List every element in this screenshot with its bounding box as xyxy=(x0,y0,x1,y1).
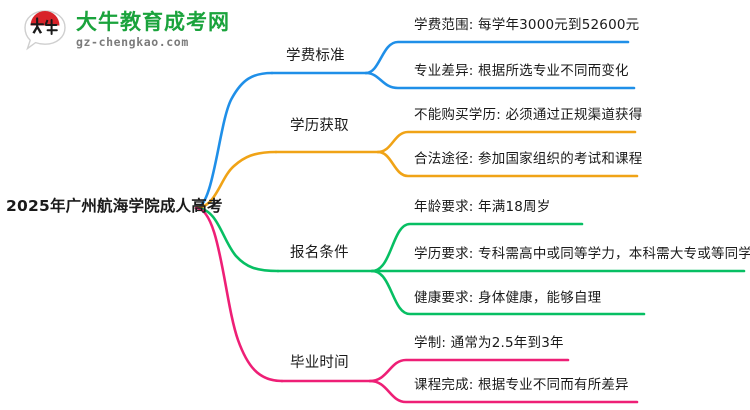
logo-title: 大牛教育成考网 xyxy=(76,9,230,34)
mindmap-root-node[interactable]: 2025年广州航海学院成人高考 xyxy=(6,197,223,215)
leaf-label-age-requirement[interactable]: 年龄要求: 年满18周岁 xyxy=(414,199,551,215)
branch-label-报名条件[interactable]: 报名条件 xyxy=(290,245,349,261)
connector-branch-0-child-1 xyxy=(364,71,636,90)
daniu-bull-logo-icon xyxy=(22,8,68,52)
connector-branch-1-child-1 xyxy=(376,150,639,178)
connector-branch-3-child-1 xyxy=(368,379,639,404)
leaf-label-study-duration[interactable]: 学制: 通常为2.5年到3年 xyxy=(414,335,564,351)
leaf-label-tuition-range[interactable]: 学费范围: 每学年3000元到52600元 xyxy=(414,17,640,33)
site-logo: 大牛教育成考网 gz-chengkao.com xyxy=(22,8,230,52)
connector-branch-2-child-2 xyxy=(370,269,646,316)
logo-text-block: 大牛教育成考网 gz-chengkao.com xyxy=(76,9,230,49)
connector-branch-1-child-0 xyxy=(376,130,637,154)
leaf-label-course-completion[interactable]: 课程完成: 根据专业不同而有所差异 xyxy=(414,377,629,393)
leaf-label-legal-path[interactable]: 合法途径: 参加国家组织的考试和课程 xyxy=(414,151,643,167)
connector-branch-3-child-0 xyxy=(368,358,570,383)
branch-label-学历获取[interactable]: 学历获取 xyxy=(290,118,349,134)
logo-domain: gz-chengkao.com xyxy=(76,34,189,49)
branch-label-毕业时间[interactable]: 毕业时间 xyxy=(290,355,349,371)
connector-root-to-branch-1 xyxy=(194,150,278,210)
connector-root-to-branch-2 xyxy=(194,206,280,273)
leaf-label-education-requirement[interactable]: 学历要求: 专科需高中或同等学力，本科需大专或等同学历 xyxy=(414,246,750,262)
connector-branch-0-child-0 xyxy=(364,40,630,75)
connector-branch-2-child-0 xyxy=(370,222,584,273)
leaf-label-major-difference[interactable]: 专业差异: 根据所选专业不同而变化 xyxy=(414,63,629,79)
branch-label-学费标准[interactable]: 学费标准 xyxy=(286,48,345,64)
connector-root-to-branch-3 xyxy=(194,206,284,383)
leaf-label-health-requirement[interactable]: 健康要求: 身体健康，能够自理 xyxy=(414,290,602,306)
leaf-label-no-buying-degree[interactable]: 不能购买学历: 必须通过正规渠道获得 xyxy=(414,107,643,123)
connector-root-to-branch-0 xyxy=(194,71,274,210)
